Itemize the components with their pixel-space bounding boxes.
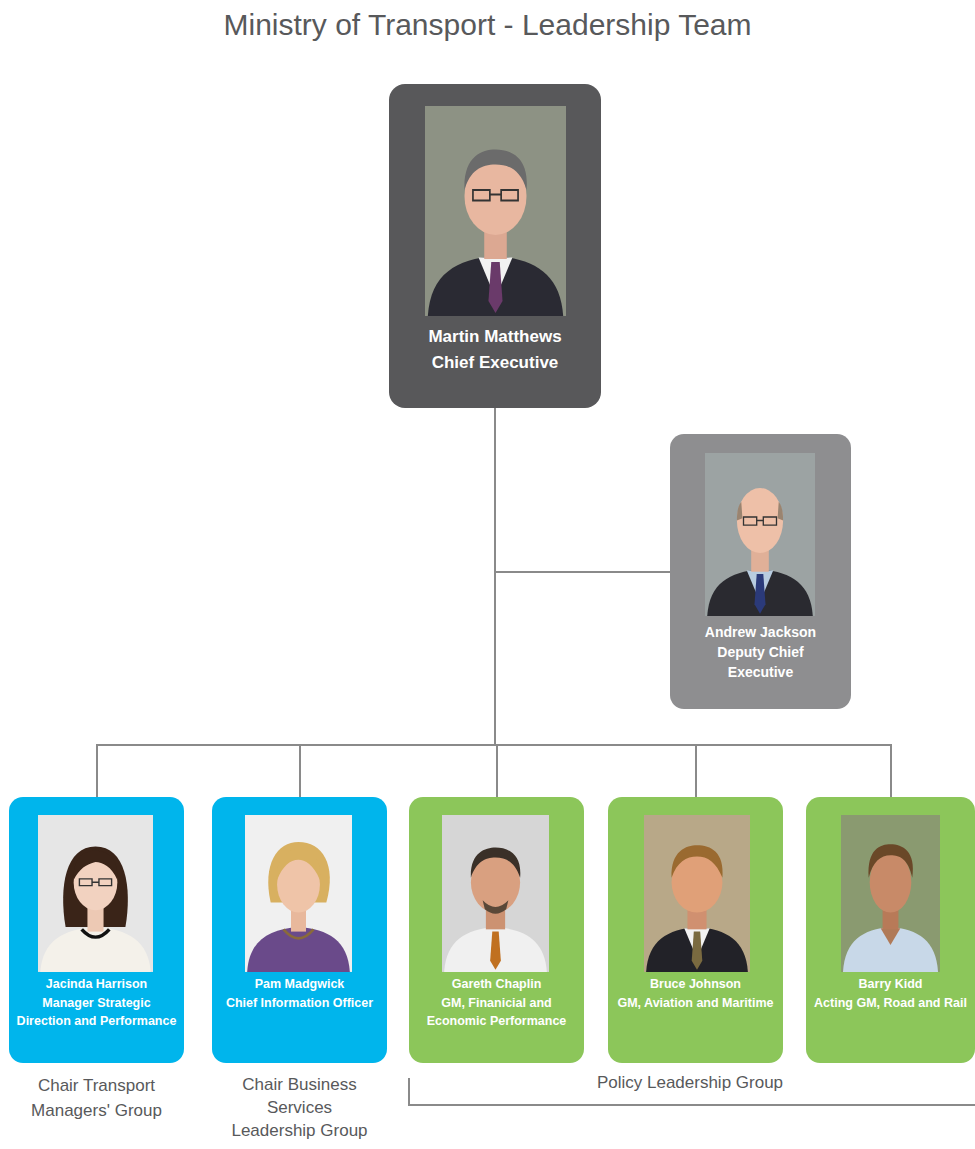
person-name: Pam Madgwick: [218, 975, 381, 994]
photo-tie: [755, 574, 766, 614]
photo-shirt: [843, 927, 938, 972]
photo-tie: [488, 262, 502, 313]
photo-suit: [428, 256, 563, 316]
person-name: Jacinda Harrison: [15, 975, 178, 994]
photo-top: [247, 927, 350, 972]
photo-necklace: [284, 929, 314, 938]
photo-background: [644, 815, 750, 972]
reporting-line: [495, 408, 891, 797]
node-text-area: Barry KiddActing GM, Road and Rail: [812, 975, 969, 1012]
photo-beard: [483, 900, 509, 913]
role-title: Chief Executive: [397, 350, 593, 376]
role-title: Chief Information Officer: [218, 994, 381, 1013]
photo-fringe: [277, 849, 320, 880]
node-text-area: Martin MatthewsChief Executive: [397, 324, 593, 376]
role-title: Manager Strategic Direction and Performa…: [15, 994, 178, 1031]
photo-face: [737, 488, 783, 553]
photo-background: [425, 106, 566, 316]
photo-shirt: [444, 927, 547, 972]
node-text-area: Jacinda HarrisonManager Strategic Direct…: [15, 975, 178, 1031]
photo-background: [245, 815, 352, 972]
reporting-line: [300, 408, 495, 797]
person-name: Gareth Chaplin: [415, 975, 578, 994]
photo-suit: [707, 569, 813, 616]
photo-tie: [490, 932, 501, 970]
group-label: Policy Leadership Group: [420, 1072, 960, 1094]
portrait-photo: [245, 815, 352, 972]
diagram-title: Ministry of Transport - Leadership Team: [0, 6, 975, 44]
portrait-photo: [644, 815, 750, 972]
person-name: Barry Kidd: [812, 975, 969, 994]
photo-background: [705, 453, 815, 616]
photo-top: [40, 927, 150, 972]
photo-fringe: [74, 851, 118, 880]
node-text-area: Bruce JohnsonGM, Aviation and Maritime: [614, 975, 777, 1012]
photo-background: [841, 815, 940, 972]
photo-glasses: [744, 517, 777, 525]
role-title: Acting GM, Road and Rail: [812, 994, 969, 1013]
photo-hair: [464, 150, 526, 191]
reporting-line: [97, 408, 495, 797]
photo-hair: [672, 845, 723, 878]
reporting-line: [495, 408, 670, 572]
role-title: GM, Aviation and Maritime: [614, 994, 777, 1013]
photo-background: [442, 815, 549, 972]
reporting-line: [495, 408, 696, 797]
portrait-photo: [442, 815, 549, 972]
role-title: Deputy Chief Executive: [684, 642, 837, 682]
photo-hair: [471, 848, 520, 878]
portrait-photo: [841, 815, 940, 972]
portrait-photo: [425, 106, 566, 316]
portrait-photo: [705, 453, 815, 616]
photo-tie: [692, 932, 703, 970]
node-text-area: Pam MadgwickChief Information Officer: [218, 975, 381, 1012]
node-text-area: Gareth ChaplinGM, Finanicial and Economi…: [415, 975, 578, 1031]
photo-glasses: [79, 879, 111, 886]
photo-glasses: [473, 190, 518, 201]
photo-collar: [881, 928, 901, 945]
group-chair-caption: Chair Transport Managers' Group: [7, 1073, 187, 1123]
person-name: Martin Matthews: [397, 324, 593, 350]
person-name: Bruce Johnson: [614, 975, 777, 994]
photo-hair: [869, 844, 913, 878]
group-chair-caption: Chair Business Services Leadership Group: [225, 1073, 375, 1142]
portrait-photo: [38, 815, 153, 972]
person-name: Andrew Jackson: [684, 622, 837, 642]
photo-suit: [646, 927, 748, 972]
node-text-area: Andrew JacksonDeputy Chief Executive: [684, 622, 837, 682]
photo-necklace: [82, 929, 110, 937]
photo-background: [38, 815, 153, 972]
role-title: GM, Finanicial and Economic Performance: [415, 994, 578, 1031]
group-label-text: Policy Leadership Group: [591, 1073, 789, 1092]
